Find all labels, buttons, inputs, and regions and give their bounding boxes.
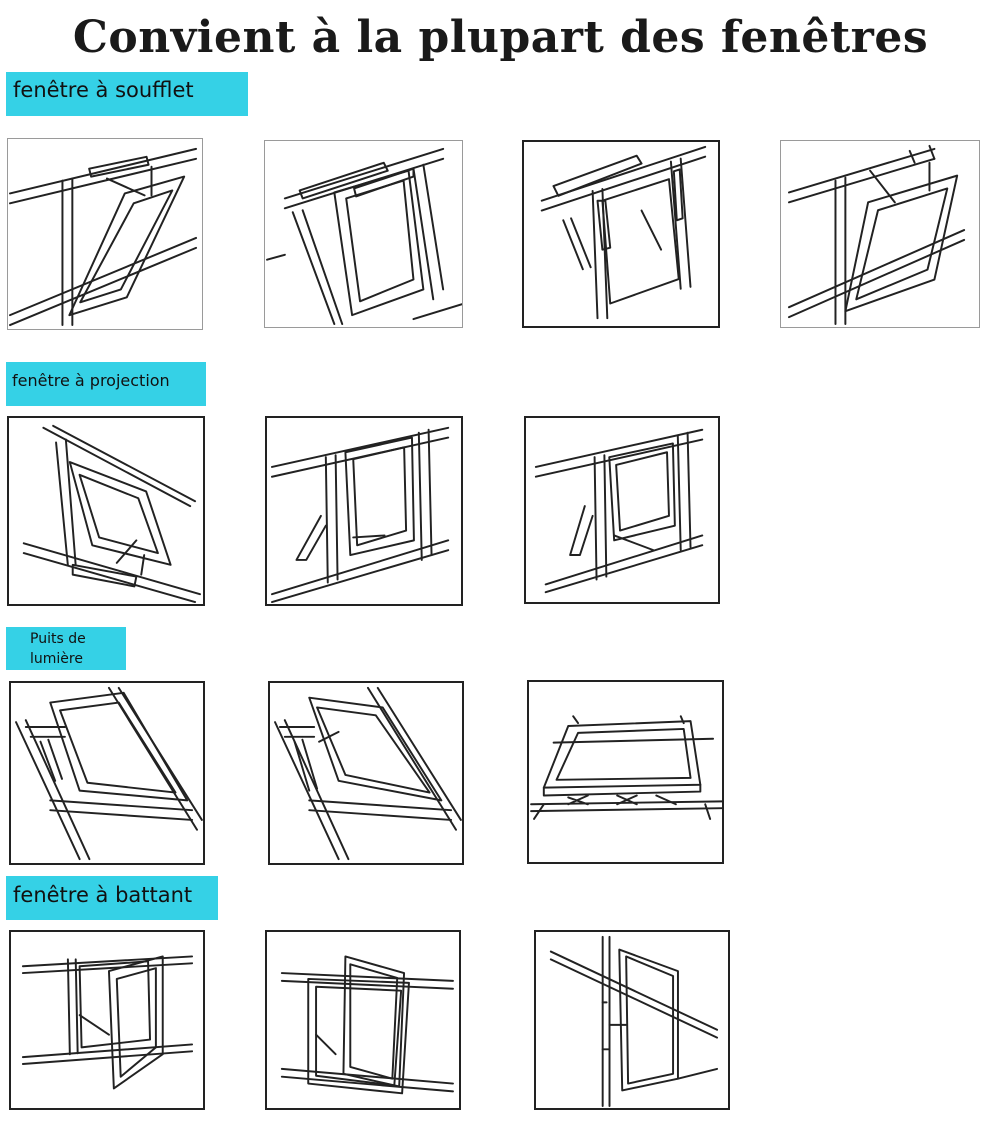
casement-window-icon — [280, 955, 454, 1095]
section-label: fenêtre à projection — [12, 371, 170, 390]
casement-window-diagram-1 — [9, 930, 205, 1110]
skylight-diagram-2 — [268, 681, 464, 865]
skylight-icon — [15, 686, 203, 861]
section-tag-projection: fenêtre à projection — [6, 362, 206, 406]
section-tag-battant: fenêtre à battant — [6, 876, 218, 920]
hopper-window-diagram-2 — [264, 140, 463, 328]
awning-window-diagram-3 — [524, 416, 720, 604]
hopper-window-icon — [266, 147, 462, 326]
awning-window-diagram-2 — [265, 416, 463, 606]
hopper-window-icon — [540, 145, 707, 320]
casement-window-icon — [549, 935, 719, 1108]
awning-window-icon — [271, 426, 450, 604]
skylight-icon — [530, 715, 722, 820]
skylight-diagram-1 — [9, 681, 205, 865]
skylight-icon — [274, 686, 462, 861]
section-tag-soufflet: fenêtre à soufflet — [6, 72, 248, 116]
casement-window-diagram-2 — [265, 930, 461, 1110]
section-label: fenêtre à soufflet — [13, 78, 194, 102]
section-label-line2: lumière — [30, 651, 83, 667]
awning-window-icon — [22, 424, 201, 604]
hopper-window-diagram-4 — [780, 140, 980, 328]
awning-window-diagram-1 — [7, 416, 205, 606]
hopper-window-diagram-3 — [522, 140, 720, 328]
hopper-window-icon — [787, 144, 966, 326]
section-label-line1: Puits de — [30, 631, 86, 647]
hopper-window-diagram-1 — [7, 138, 203, 330]
casement-window-diagram-3 — [534, 930, 730, 1110]
hopper-window-icon — [9, 147, 198, 327]
awning-window-icon — [534, 428, 704, 594]
section-tag-puits: Puits de lumière — [6, 627, 126, 670]
skylight-diagram-3 — [527, 680, 724, 864]
section-label: fenêtre à battant — [13, 883, 193, 907]
page-title: Convient à la plupart des fenêtres — [72, 12, 929, 63]
casement-window-icon — [21, 955, 194, 1090]
